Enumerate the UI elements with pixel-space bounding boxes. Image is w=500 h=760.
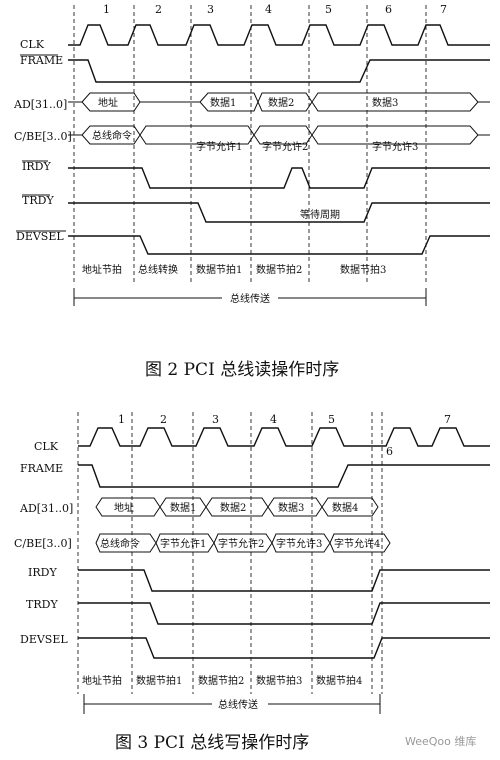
read-devsel-waveform	[68, 235, 490, 255]
read-cycle-number: 4	[265, 3, 272, 16]
read-signal-label-frame: FRAME	[20, 54, 63, 67]
write-signal-label-irdy: IRDY	[28, 566, 57, 579]
write-frame-waveform	[78, 464, 490, 488]
read-ad-label: 数据1	[210, 96, 236, 109]
write-cbe-label: 字节允许3	[276, 537, 322, 550]
read-clock-edge-lines	[73, 5, 427, 284]
write-devsel-waveform	[78, 637, 490, 659]
write-diagram: 1 2 3 4 5 6 7 CLK FRAME AD[31..0] C/BE[3…	[14, 412, 490, 753]
read-cbe-label: 字节允许3	[372, 140, 418, 153]
write-signal-label-trdy: TRDY	[26, 598, 58, 611]
read-signal-label-trdy: TRDY	[22, 194, 54, 207]
read-cycle-number: 6	[385, 3, 392, 16]
write-phase-label: 数据节拍1	[136, 674, 182, 687]
write-signal-label-devsel: DEVSEL	[20, 633, 68, 646]
write-ad-label: 地址	[114, 501, 134, 514]
read-cycle-number: 7	[440, 3, 447, 16]
read-cycle-number: 1	[103, 3, 110, 16]
write-phase-label: 地址节拍	[82, 674, 122, 687]
read-ad-label: 地址	[98, 96, 118, 109]
read-signal-label-clk: CLK	[20, 38, 45, 51]
write-ad-label: 数据3	[278, 501, 304, 514]
read-ad-bus: 地址 数据1 数据2 数据3	[68, 92, 490, 112]
write-ad-bus: 地址 数据1 数据2 数据3 数据4	[95, 497, 379, 517]
read-figure-caption: 图 2 PCI 总线读操作时序	[145, 360, 339, 380]
write-phase-label: 数据节拍3	[256, 674, 302, 687]
read-cycle-number: 5	[325, 3, 332, 16]
read-phase-label: 数据节拍2	[256, 263, 302, 276]
read-cbe-label: 总线命令	[92, 129, 132, 142]
read-phase-label: 数据节拍3	[340, 263, 386, 276]
read-signal-label-ad: AD[31..0]	[13, 98, 67, 111]
write-cycle-number: 2	[160, 413, 167, 426]
read-bus-transfer-span	[73, 288, 427, 306]
read-ad-label: 数据2	[268, 96, 294, 109]
read-cbe-label: 字节允许1	[196, 140, 242, 153]
write-cycle-number: 4	[270, 413, 277, 426]
read-diagram: 1 2 3 4 5 6 7 CLK FRAME AD[31..0] C/BE[3…	[13, 3, 490, 380]
watermark-logo: WeeQoo 维库	[405, 735, 476, 748]
read-cbe-label: 字节允许2	[262, 140, 308, 153]
write-cbe-label: 总线命令	[100, 537, 140, 550]
read-clk-waveform	[68, 24, 490, 46]
write-bus-transfer-label: 总线传送	[218, 698, 258, 711]
write-cycle-number: 6	[386, 445, 393, 458]
read-signal-label-cbe: C/BE[3..0]	[14, 130, 72, 143]
read-ad-label: 数据3	[372, 96, 398, 109]
write-signal-label-cbe: C/BE[3..0]	[14, 537, 72, 550]
read-cycle-number: 3	[207, 3, 214, 16]
write-signal-label-clk: CLK	[34, 440, 59, 453]
write-cbe-label: 字节允许4	[334, 537, 380, 550]
read-signal-label-irdy: IRDY	[22, 160, 51, 173]
read-cbe-bus: 总线命令 字节允许1 字节允许2 字节允许3	[68, 125, 490, 153]
write-clk-waveform	[78, 427, 490, 447]
write-clock-edge-lines	[77, 412, 383, 694]
read-cycle-number: 2	[155, 3, 162, 16]
write-cbe-label: 字节允许2	[218, 537, 264, 550]
write-trdy-waveform	[78, 602, 490, 625]
write-ad-label: 数据1	[170, 501, 196, 514]
write-cycle-number: 5	[328, 413, 335, 426]
write-signal-label-frame: FRAME	[20, 462, 63, 475]
read-wait-cycle-annotation: 等待周期	[300, 208, 340, 221]
read-trdy-waveform	[68, 202, 490, 223]
write-phase-label: 数据节拍2	[198, 674, 244, 687]
write-cycle-number: 1	[118, 413, 125, 426]
read-phase-label: 总线转换	[138, 263, 178, 276]
write-cycle-number: 7	[444, 413, 451, 426]
write-cbe-bus: 总线命令 字节允许1 字节允许2 字节允许3 字节允许4	[95, 533, 391, 553]
read-frame-waveform	[68, 59, 490, 83]
read-irdy-waveform	[68, 167, 490, 189]
write-cbe-label: 字节允许1	[160, 537, 206, 550]
write-signal-label-ad: AD[31..0]	[19, 502, 73, 515]
read-phase-label: 数据节拍1	[196, 263, 242, 276]
read-phase-label: 地址节拍	[82, 263, 122, 276]
write-figure-caption: 图 3 PCI 总线写操作时序	[115, 733, 309, 753]
write-irdy-waveform	[78, 569, 490, 592]
write-ad-label: 数据2	[220, 501, 246, 514]
write-cycle-number: 3	[212, 413, 219, 426]
read-bus-transfer-label: 总线传送	[230, 292, 270, 305]
write-ad-label: 数据4	[332, 501, 358, 514]
write-phase-label: 数据节拍4	[316, 674, 362, 687]
read-signal-label-devsel: DEVSEL	[16, 230, 64, 243]
write-bus-transfer-span	[83, 694, 381, 714]
